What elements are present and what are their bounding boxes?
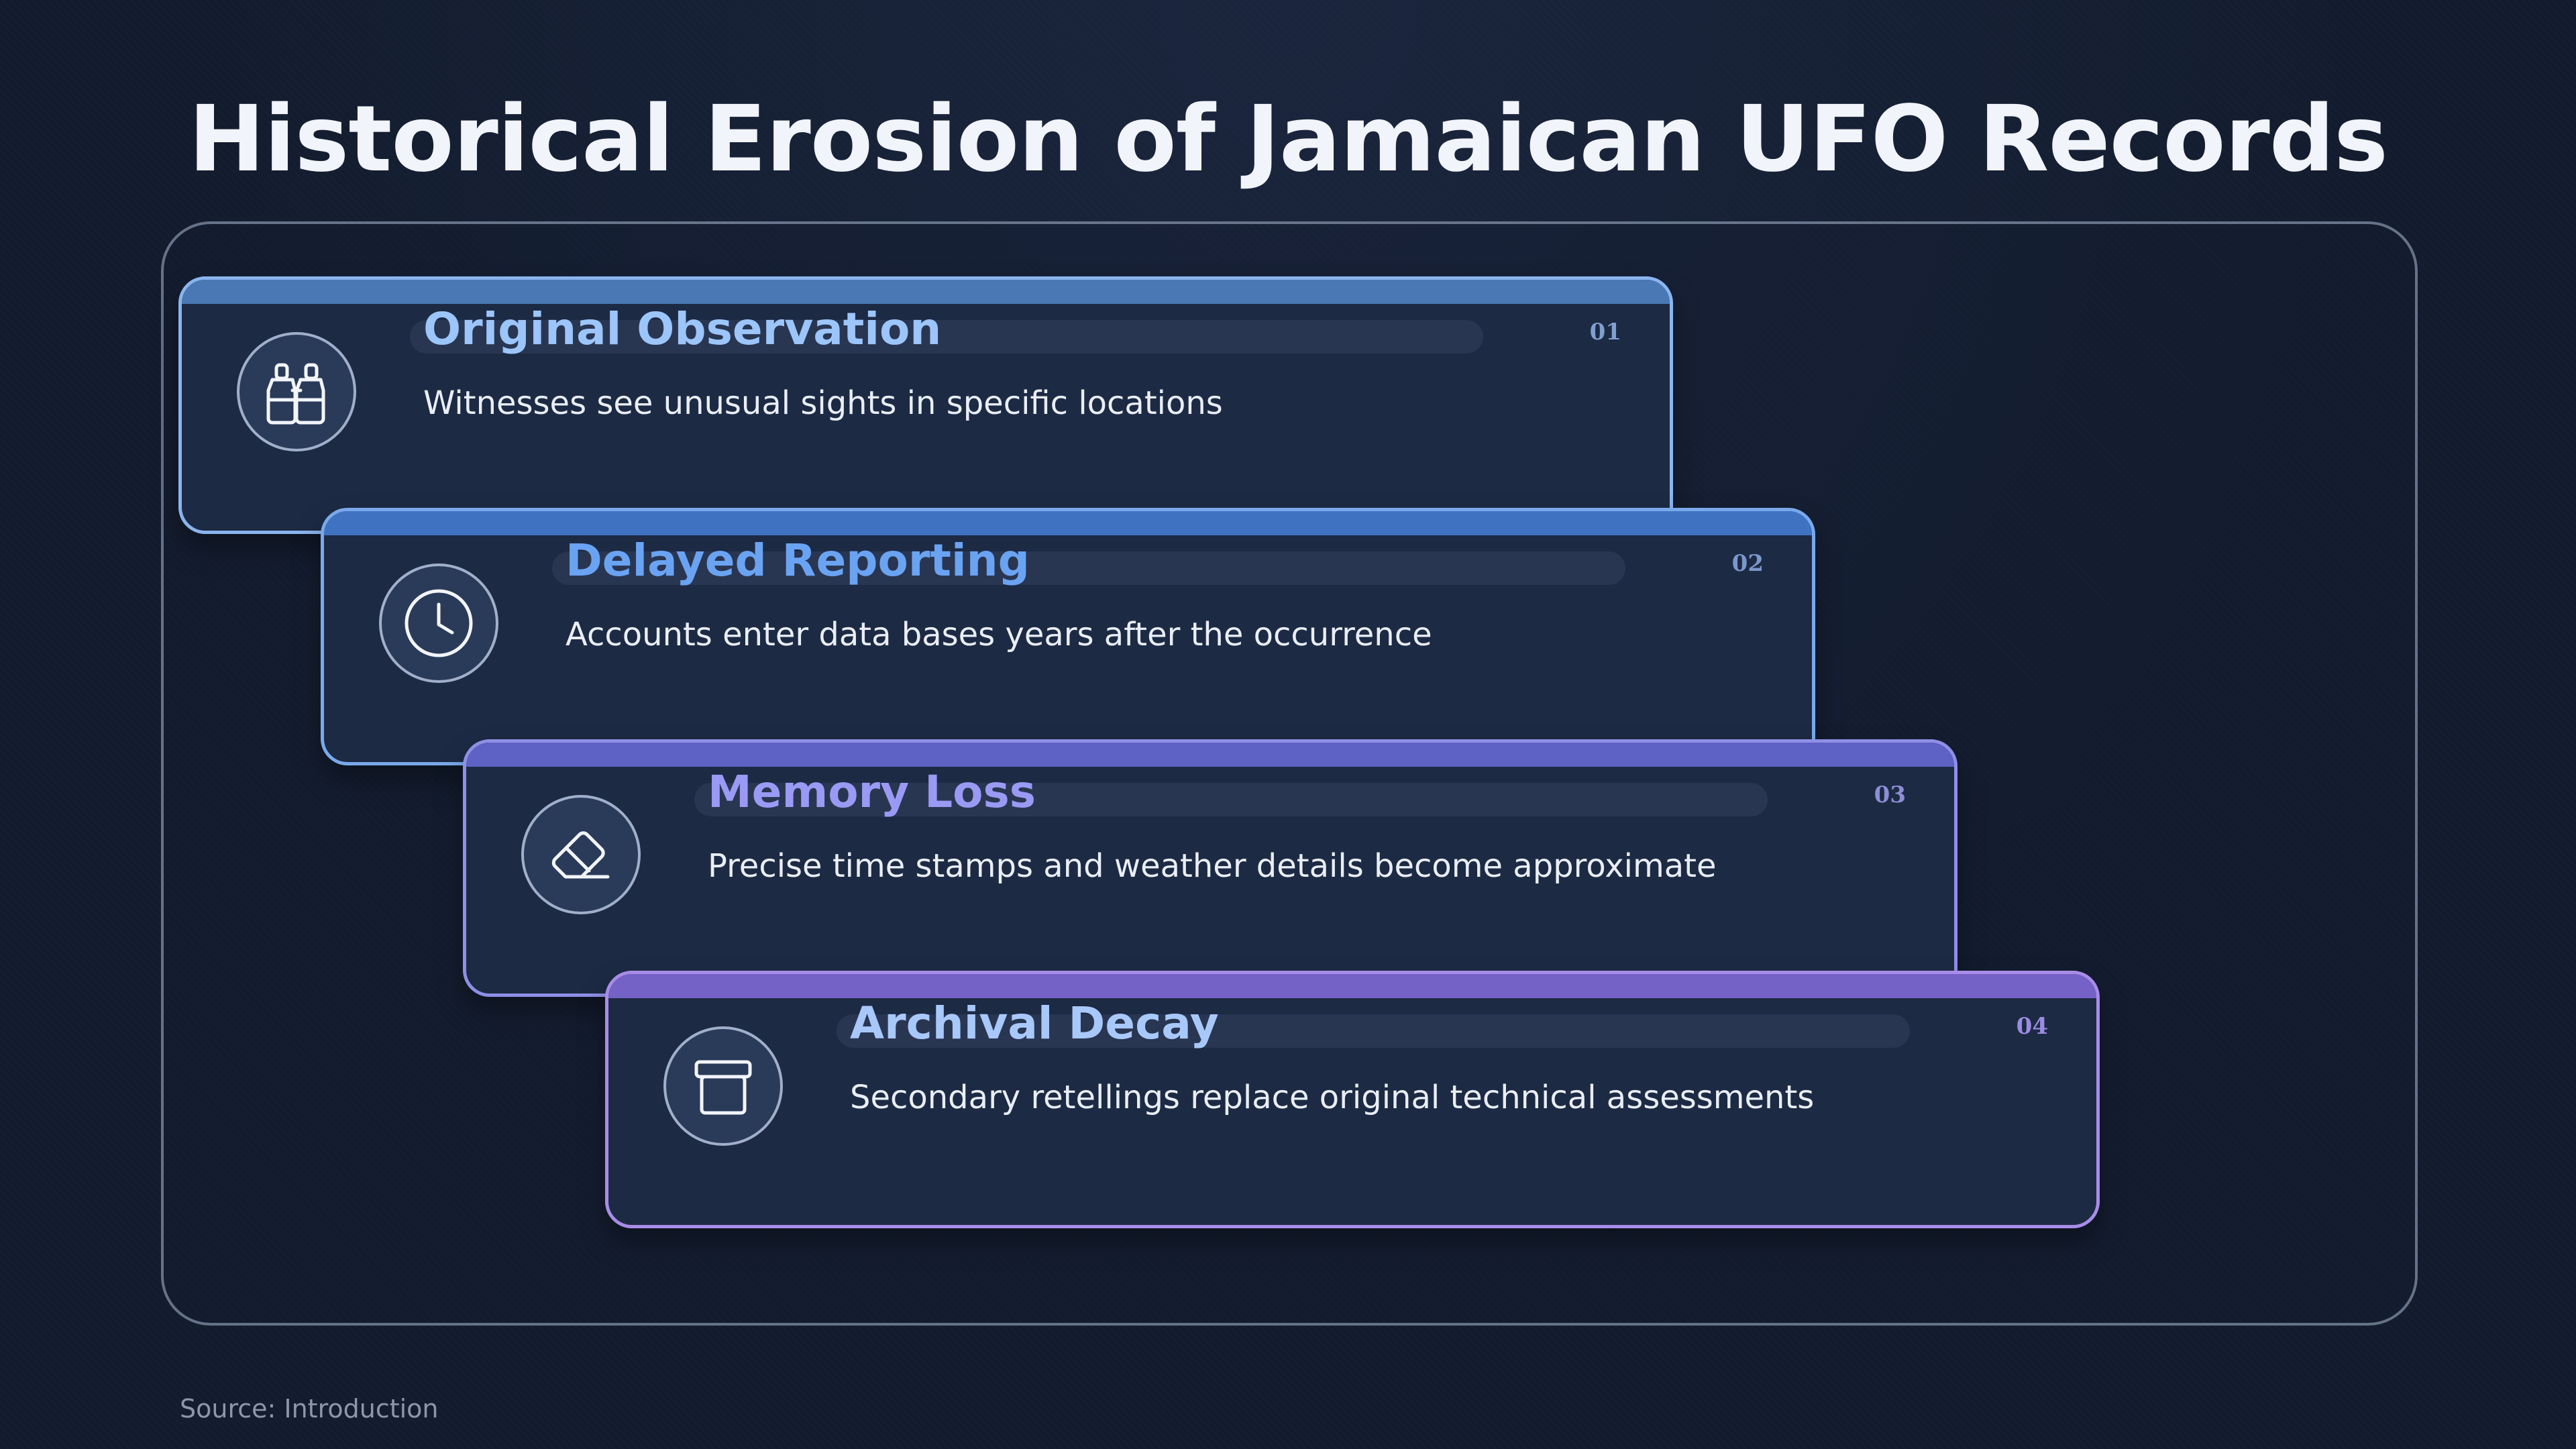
step-description: Witnesses see unusual sights in specific…: [423, 384, 1223, 422]
archive-box-icon: [694, 1060, 752, 1115]
step-card-delayed-reporting: Delayed Reporting Accounts enter data ba…: [321, 508, 1815, 765]
step-icon-badge: [521, 795, 641, 914]
step-description: Secondary retellings replace original te…: [850, 1079, 1815, 1116]
step-card-topbar: [182, 280, 1670, 304]
step-card-memory-loss: Memory Loss Precise time stamps and weat…: [463, 739, 1957, 997]
title-highlight-bar: [694, 783, 1768, 816]
step-description: Precise time stamps and weather details …: [708, 847, 1717, 885]
source-note: Source: Introduction: [180, 1394, 439, 1424]
title-highlight-bar: [552, 551, 1625, 585]
step-number: 03: [1874, 782, 1906, 808]
step-number: 02: [1731, 550, 1764, 577]
step-title: Delayed Reporting: [566, 535, 1030, 586]
step-number: 04: [2016, 1013, 2048, 1040]
title-highlight-bar: [837, 1014, 1910, 1048]
step-card-topbar: [608, 974, 2096, 998]
step-icon-badge: [237, 332, 356, 451]
step-card-topbar: [466, 743, 1954, 767]
page-title: Historical Erosion of Jamaican UFO Recor…: [188, 87, 2388, 193]
step-number: 01: [1589, 319, 1621, 345]
step-card-archival-decay: Archival Decay Secondary retellings repl…: [605, 971, 2100, 1228]
step-card-topbar: [324, 511, 1812, 535]
step-card-original-observation: Original Observation Witnesses see unusu…: [178, 276, 1673, 534]
eraser-icon: [551, 831, 610, 879]
step-title: Original Observation: [423, 303, 942, 355]
step-title: Archival Decay: [850, 998, 1219, 1049]
title-highlight-bar: [410, 320, 1483, 354]
step-icon-badge: [379, 564, 498, 683]
step-title: Memory Loss: [708, 766, 1036, 818]
step-icon-badge: [663, 1026, 783, 1146]
clock-icon: [405, 589, 473, 657]
step-description: Accounts enter data bases years after th…: [566, 616, 1432, 653]
binoculars-icon: [266, 363, 325, 425]
